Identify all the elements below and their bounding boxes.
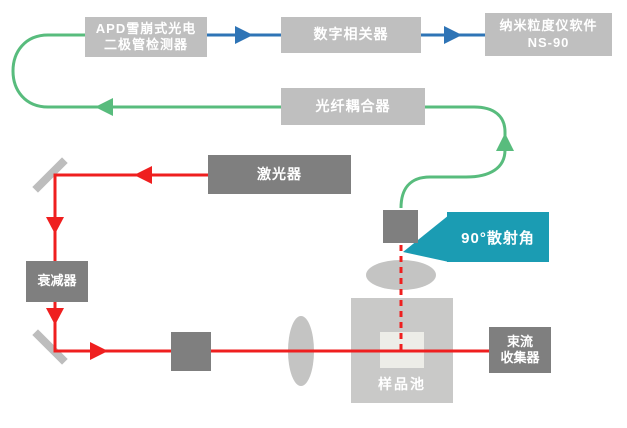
apd-label-line1: APD雪崩式光电 <box>95 20 197 36</box>
detector-90deg-optic <box>383 210 418 243</box>
beam-laser-to-attenuator <box>53 173 208 262</box>
node-beam-collector: 束流 收集器 <box>489 327 551 373</box>
node-attenuator: 衰减器 <box>26 261 88 302</box>
fiber-detector-to-coupler <box>399 105 507 209</box>
arrow-right-to-sample <box>90 342 108 360</box>
laser-beam-path <box>53 173 489 353</box>
apd-label-line2: 二极管检测器 <box>103 37 188 52</box>
collection-lens <box>366 260 436 290</box>
node-apd-detector: APD雪崩式光电 二极管检测器 <box>85 17 207 57</box>
scattering-angle-label: 90°散射角 <box>461 229 535 247</box>
software-label-line2: NS-90 <box>527 34 570 50</box>
laser-label: 激光器 <box>257 165 302 182</box>
node-ns90-software: 纳米粒度仪软件 NS-90 <box>485 13 612 56</box>
beam-arrowheads <box>46 166 152 360</box>
node-digital-correlator: 数字相关器 <box>281 17 421 53</box>
collector-label-line1: 束流 <box>506 333 533 349</box>
software-label-line1: 纳米粒度仪软件 <box>499 18 598 34</box>
signal-arrowheads <box>235 26 462 44</box>
arrow-down-to-attenuator <box>46 217 64 234</box>
mirror-2 <box>32 329 68 365</box>
fiber-arrowheads <box>95 98 514 151</box>
fiber-path <box>11 33 507 209</box>
fiber-coupler-to-apd <box>11 33 281 109</box>
node-fiber-coupler: 光纤耦合器 <box>281 88 425 125</box>
arrow-left-to-mirror1 <box>134 166 152 184</box>
arrow-right-to-correlator <box>235 26 253 44</box>
correlator-label: 数字相关器 <box>313 26 389 43</box>
coupler-label: 光纤耦合器 <box>315 97 391 114</box>
callout-pointer <box>403 215 449 262</box>
scattering-angle-callout: 90°散射角 <box>447 212 549 262</box>
beam-optic-block <box>171 332 211 371</box>
sample-cell-label: 样品池 <box>378 376 426 392</box>
node-laser: 激光器 <box>208 155 351 194</box>
attenuator-label: 衰减器 <box>37 273 77 289</box>
mirror-1 <box>32 157 68 193</box>
arrow-down-to-mirror2 <box>46 308 64 325</box>
arrow-right-to-software <box>444 26 462 44</box>
collector-label-line2: 收集器 <box>500 350 540 365</box>
arrow-left-to-apd <box>95 98 113 116</box>
arrow-up-to-coupler <box>496 133 514 151</box>
beam-attenuator-to-collector <box>53 301 489 353</box>
